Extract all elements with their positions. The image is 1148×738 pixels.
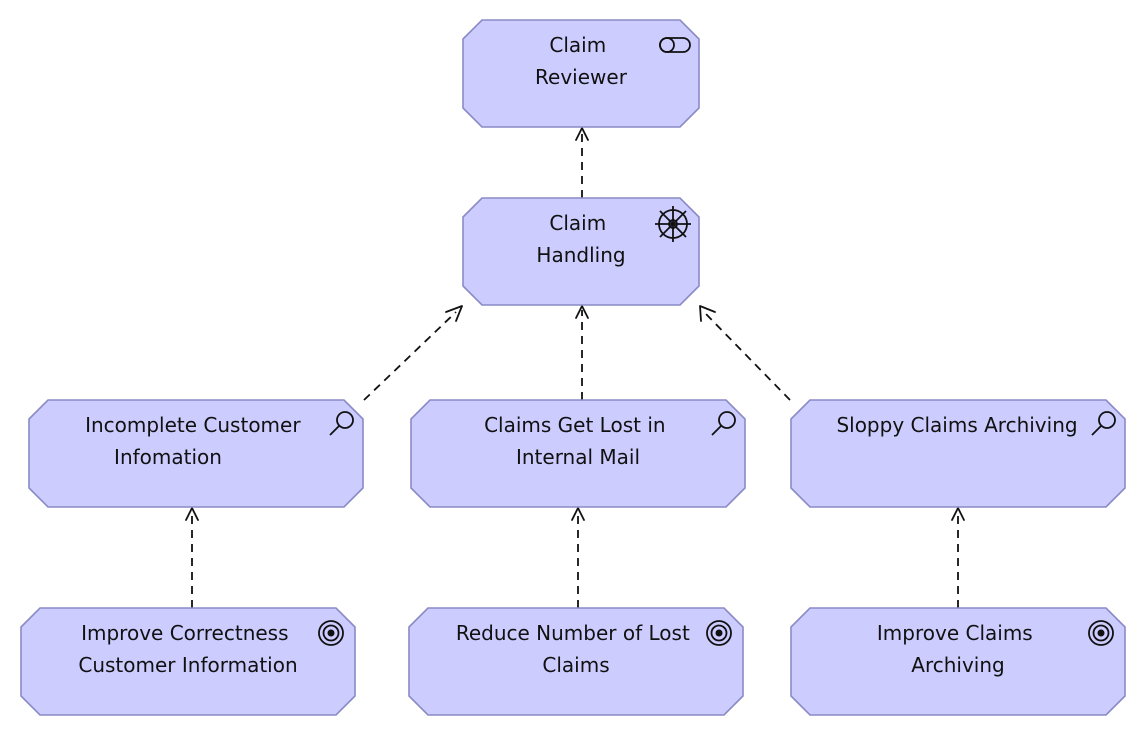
node-label-line: Claim: [549, 33, 606, 57]
svg-text:Improve Correctness Cust: Improve Correctness Customer Information: [78, 621, 297, 677]
goal-icon: [706, 620, 732, 646]
edge-goal-lost-claims-to-lost-mail: [571, 507, 585, 608]
node-label-line: Improve Correctness: [81, 621, 288, 645]
node-label-line: Infomation: [114, 445, 222, 469]
svg-text:Reduce Number of Lost Cl: Reduce Number of Lost Claims: [456, 621, 696, 677]
node-label-line: Reduce Number of Lost: [456, 621, 690, 645]
node-label-line: Internal Mail: [516, 445, 640, 469]
node-label-line: Incomplete Customer: [85, 413, 301, 437]
edge-handling-to-reviewer: [575, 127, 589, 198]
edge-goal-archiving-to-archiving: [951, 507, 965, 608]
node-label-line: Sloppy Claims Archiving: [836, 413, 1077, 437]
goal-icon: [1088, 620, 1114, 646]
svg-text:Incomplete Customer Info: Incomplete Customer Infomation: [85, 413, 307, 469]
assessment-icon: [711, 411, 736, 436]
edges: [185, 127, 965, 608]
edge-archiving-to-handling: [699, 305, 791, 401]
svg-text:Improve Claims Archiving: Improve Claims Archiving: [877, 621, 1039, 677]
node-goal-correctness[interactable]: Improve Correctness Customer Information: [20, 607, 356, 716]
svg-text:Claim Handling: Claim Handling: [536, 211, 625, 267]
node-label-line: Claims Get Lost in: [484, 413, 665, 437]
assessment-icon: [329, 411, 354, 436]
node-label-line: Claims: [542, 653, 609, 677]
node-goal-lost-claims[interactable]: Reduce Number of Lost Claims: [408, 607, 744, 716]
node-assessment-archiving[interactable]: Sloppy Claims Archiving: [790, 399, 1126, 508]
node-claim-handling[interactable]: Claim Handling: [462, 197, 700, 306]
node-label-line: Claim: [549, 211, 606, 235]
business-role-icon: [659, 37, 691, 53]
node-assessment-lost-mail[interactable]: Claims Get Lost in Internal Mail: [410, 399, 746, 508]
node-label-line: Archiving: [911, 653, 1004, 677]
node-label-line: Improve Claims: [877, 621, 1033, 645]
goal-icon: [318, 620, 344, 646]
node-label-line: Reviewer: [535, 65, 628, 89]
edge-goal-correctness-to-customer-info: [185, 507, 199, 608]
node-label-line: Handling: [536, 243, 625, 267]
svg-text:Claims Get Lost in Inter: Claims Get Lost in Internal Mail: [484, 413, 672, 469]
assessment-icon: [1091, 411, 1116, 436]
edge-customer-info-to-handling: [363, 305, 463, 401]
driver-icon: [655, 206, 691, 242]
node-label-line: Customer Information: [78, 653, 297, 677]
node-assessment-customer-info[interactable]: Incomplete Customer Infomation: [28, 399, 364, 508]
node-claim-reviewer[interactable]: Claim Reviewer: [462, 19, 700, 128]
svg-text:Sloppy Claims Archiving: Sloppy Claims Archiving: [836, 413, 1077, 437]
svg-text:Claim Reviewer: Claim Reviewer: [535, 33, 628, 89]
node-goal-archiving[interactable]: Improve Claims Archiving: [790, 607, 1126, 716]
edge-lost-mail-to-handling: [575, 305, 589, 400]
